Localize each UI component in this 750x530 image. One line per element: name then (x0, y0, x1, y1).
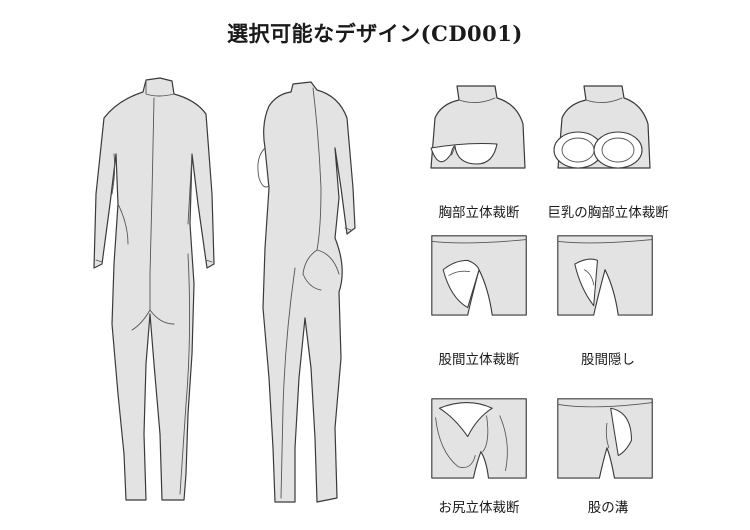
hip-3d-cut-illustration (431, 398, 527, 479)
option-label-crotch-groove: 股の溝 (587, 500, 629, 516)
option-label-crotch-cover: 股間隠し (581, 352, 635, 368)
page-title: 選択可能なデザイン(CD001) (227, 21, 523, 46)
bodysuit-back-illustration (257, 81, 356, 503)
bust-3d-cut-illustration (430, 85, 526, 169)
option-label-bust-3d-cut: 胸部立体裁断 (438, 205, 520, 221)
crotch-3d-cut-illustration (431, 235, 527, 316)
crotch-cover-illustration (557, 235, 653, 316)
large-bust-3d-cut-illustration (553, 85, 651, 169)
option-label-large-bust-3d-cut: 巨乳の胸部立体裁断 (547, 205, 669, 221)
option-label-hip-3d-cut: お尻立体裁断 (438, 500, 520, 516)
option-label-crotch-3d-cut: 股間立体裁断 (438, 352, 520, 368)
crotch-groove-illustration (557, 398, 653, 479)
bodysuit-front-illustration (93, 77, 215, 501)
